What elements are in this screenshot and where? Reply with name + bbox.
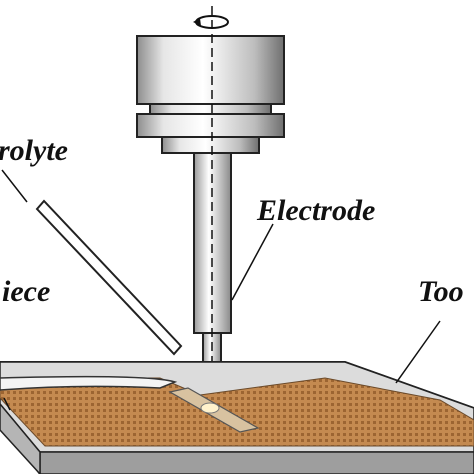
electrolyte-nozzle [35,199,183,356]
spindle [136,35,285,154]
machined-groove [168,387,260,433]
electrolyte-label: rolyte [0,134,68,167]
electrode-leader [231,223,274,301]
tool-leader [395,320,441,384]
electrolyte-leader [1,169,28,203]
edge-mark [3,397,11,411]
rotation-arrow-icon [193,15,229,29]
electrode-label: Electrode [256,194,375,227]
workpiece-label: iece [2,275,50,308]
textured-surface [0,375,474,447]
tool-label: Too [418,275,464,308]
